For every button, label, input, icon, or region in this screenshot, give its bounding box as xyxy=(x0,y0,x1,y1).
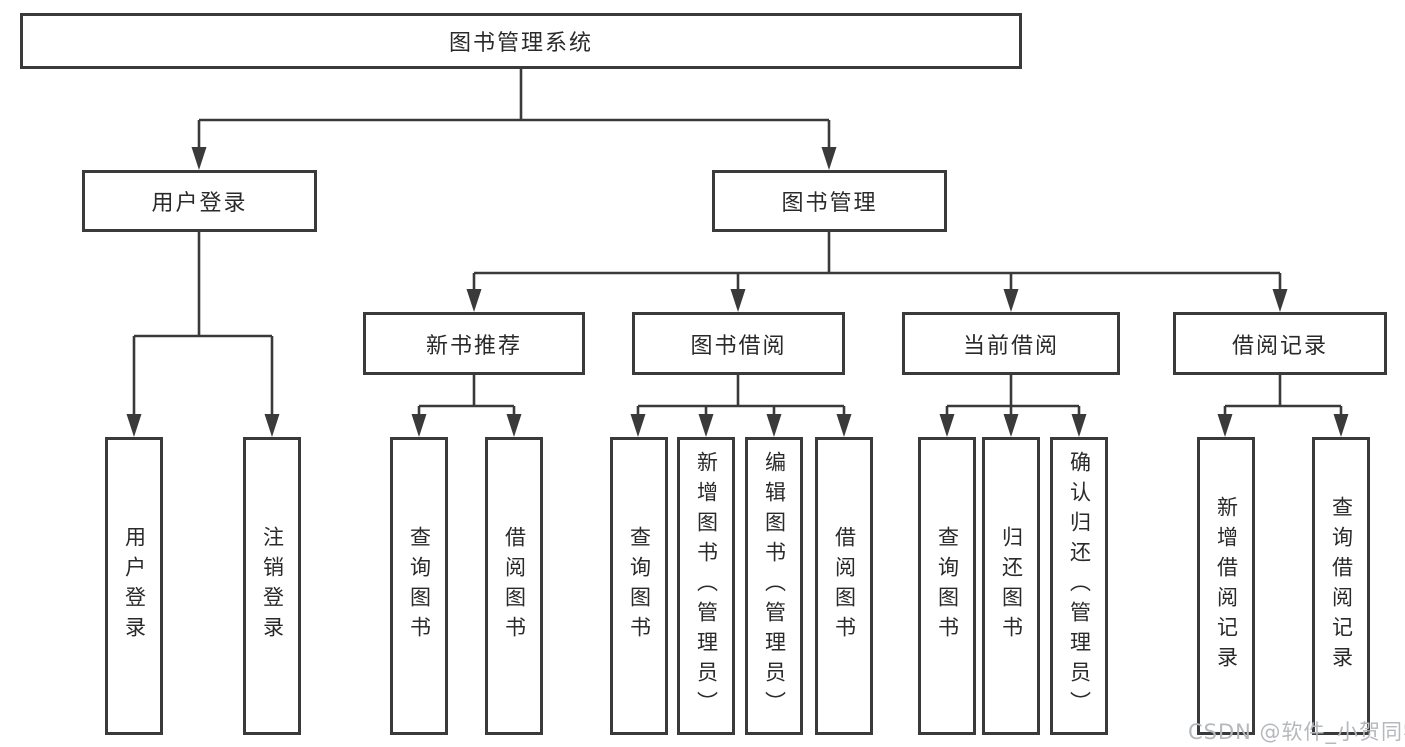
leaf-borrow-books-borrowing: 借阅图书 xyxy=(815,437,873,735)
leaf-query-books-current: 查询图书 xyxy=(918,437,976,735)
leaf-return-book-label: 归还图书 xyxy=(999,526,1024,646)
node-book-borrowing-label: 图书借阅 xyxy=(690,333,787,359)
leaf-query-books-borrowing: 查询图书 xyxy=(610,437,668,735)
leaf-query-books-recommend-label: 查询图书 xyxy=(407,526,432,646)
node-borrowing-records: 借阅记录 xyxy=(1173,312,1387,375)
leaf-add-borrow-record-label: 新增借阅记录 xyxy=(1214,496,1239,676)
leaf-borrow-books-borrowing-label: 借阅图书 xyxy=(832,526,857,646)
leaf-borrow-books-recommend: 借阅图书 xyxy=(485,437,543,735)
leaf-user-login-label: 用户登录 xyxy=(122,526,147,646)
leaf-logout-label: 注销登录 xyxy=(260,526,285,646)
leaf-borrow-books-recommend-label: 借阅图书 xyxy=(502,526,527,646)
node-user-login-label: 用户登录 xyxy=(151,191,248,216)
node-root-label: 图书管理系统 xyxy=(448,31,593,56)
leaf-return-book: 归还图书 xyxy=(982,437,1040,735)
leaf-edit-book-admin-label: 编辑图书（管理员） xyxy=(762,451,787,721)
leaf-logout: 注销登录 xyxy=(243,437,301,735)
leaf-user-login: 用户登录 xyxy=(105,437,163,735)
leaf-query-borrow-record-label: 查询借阅记录 xyxy=(1329,496,1354,676)
node-book-borrowing: 图书借阅 xyxy=(632,312,845,375)
node-new-book-recommend: 新书推荐 xyxy=(363,312,585,375)
leaf-add-book-admin: 新增图书（管理员） xyxy=(677,437,735,735)
leaf-add-borrow-record: 新增借阅记录 xyxy=(1197,437,1255,735)
leaf-query-books-recommend: 查询图书 xyxy=(390,437,448,735)
node-new-book-recommend-label: 新书推荐 xyxy=(425,333,522,359)
node-user-login: 用户登录 xyxy=(82,170,317,232)
watermark: CSDN @软件_小贺同学 xyxy=(1188,720,1405,744)
leaf-confirm-return-admin-label: 确认归还（管理员） xyxy=(1067,451,1092,721)
leaf-query-books-current-label: 查询图书 xyxy=(935,526,960,646)
node-root-library-system: 图书管理系统 xyxy=(20,13,1022,69)
node-book-management: 图书管理 xyxy=(712,170,947,232)
node-book-management-label: 图书管理 xyxy=(781,191,878,216)
leaf-query-books-borrowing-label: 查询图书 xyxy=(627,526,652,646)
leaf-query-borrow-record: 查询借阅记录 xyxy=(1312,437,1370,735)
node-borrowing-records-label: 借阅记录 xyxy=(1231,333,1328,359)
leaf-add-book-admin-label: 新增图书（管理员） xyxy=(694,451,719,721)
leaf-confirm-return-admin: 确认归还（管理员） xyxy=(1050,437,1108,735)
leaf-edit-book-admin: 编辑图书（管理员） xyxy=(745,437,803,735)
node-current-borrowing: 当前借阅 xyxy=(902,312,1120,375)
node-current-borrowing-label: 当前借阅 xyxy=(962,333,1059,359)
